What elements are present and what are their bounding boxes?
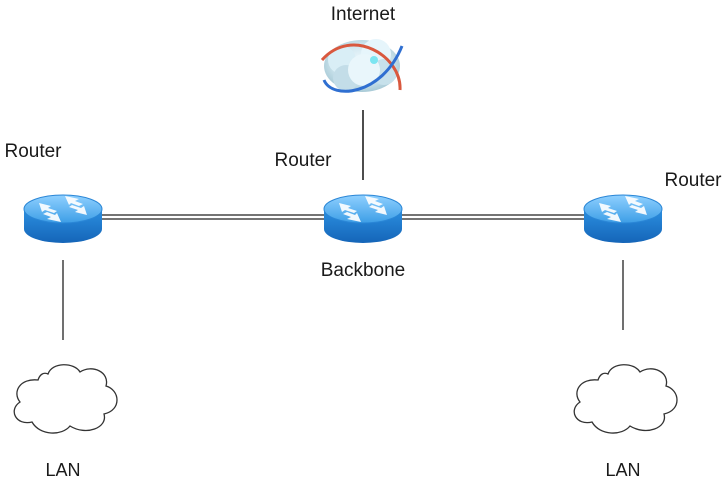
link-center-right (402, 214, 584, 220)
router-right[interactable]: Router (583, 170, 722, 244)
globe-cloud-icon (320, 39, 404, 93)
lan-left[interactable]: LAN (13, 364, 118, 480)
router-left[interactable]: Router (4, 141, 103, 244)
lan-left-label: LAN (45, 460, 80, 480)
lan-right-label: LAN (605, 460, 640, 480)
cloud-icon (573, 364, 678, 434)
link-left-center (102, 214, 324, 220)
router-center-label: Router (274, 150, 332, 171)
router-left-label: Router (4, 141, 62, 162)
backbone-label: Backbone (321, 260, 406, 281)
router-icon (583, 194, 663, 244)
lan-right[interactable]: LAN (573, 364, 678, 480)
router-center[interactable]: Router Backbone (274, 150, 405, 281)
internet-label: Internet (331, 4, 396, 25)
router-icon (323, 194, 403, 244)
router-right-label: Router (664, 170, 722, 191)
cloud-icon (13, 364, 118, 434)
internet-node[interactable]: Internet (320, 4, 404, 93)
router-icon (23, 194, 103, 244)
